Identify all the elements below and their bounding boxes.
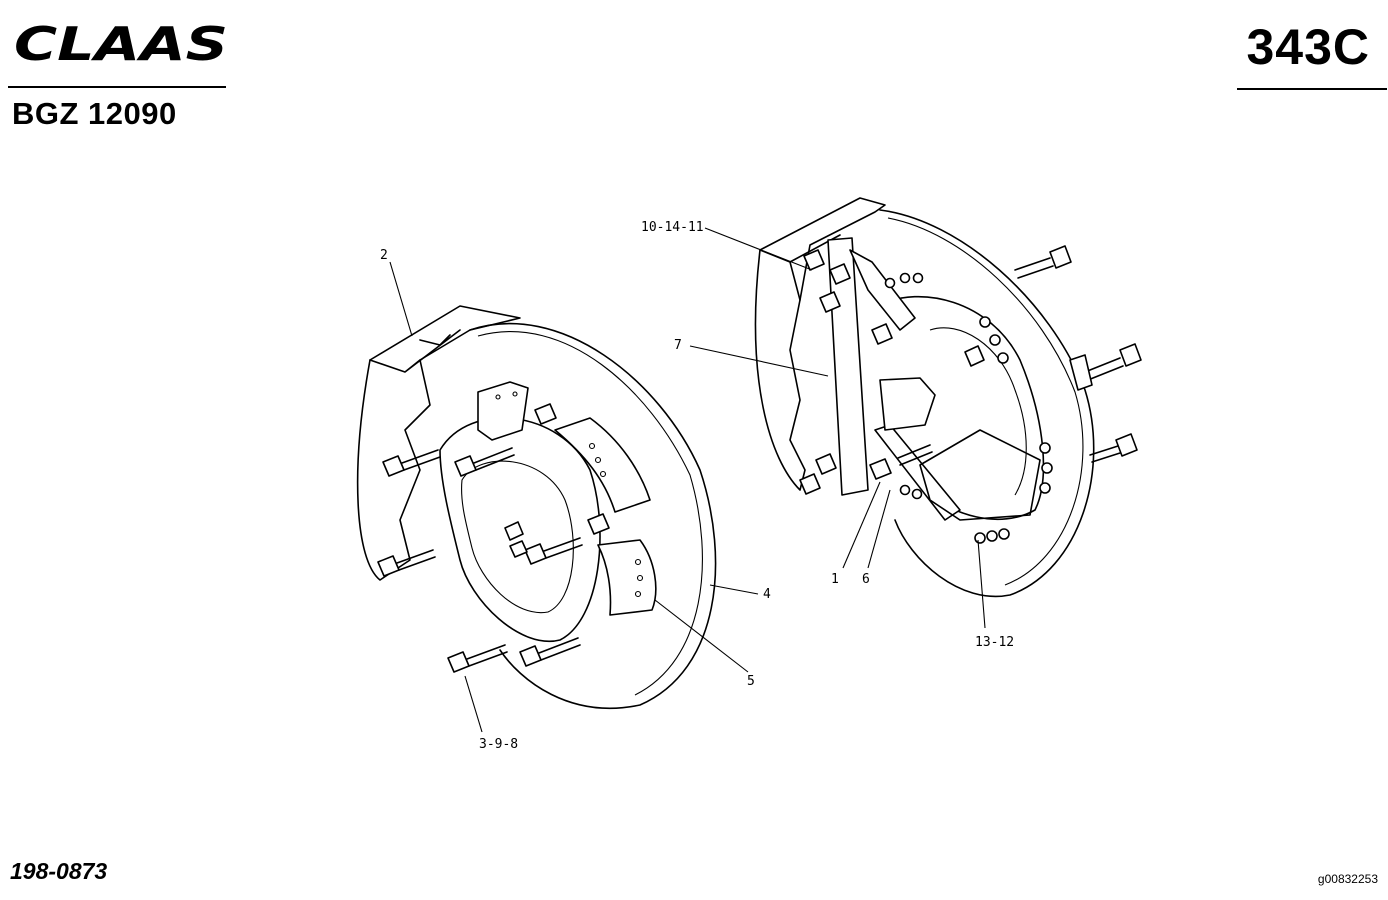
model-number: BGZ 12090 — [12, 96, 177, 131]
document-number: 198-0873 — [10, 858, 108, 884]
right-assembly — [754, 197, 1142, 598]
callout-1: 1 — [831, 572, 839, 587]
callout-10-14-11: 10-14-11 — [641, 220, 704, 235]
right-disc-outline — [879, 209, 1095, 598]
callout-labels: 2 3-9-8 4 5 10-14-11 7 1 6 13-12 — [380, 220, 1014, 752]
right-hub-inner — [929, 327, 1027, 496]
left-bolts — [377, 403, 610, 673]
left-pad-lower — [597, 539, 657, 616]
right-bolts — [799, 245, 1142, 495]
right-bracket — [879, 377, 936, 431]
left-housing-top — [369, 329, 461, 373]
left-disc-inner-edge — [477, 331, 703, 696]
left-disc-outline — [469, 322, 717, 710]
right-housing — [754, 197, 886, 491]
callout-5: 5 — [747, 674, 755, 689]
callout-2: 2 — [380, 248, 388, 263]
left-assembly — [356, 305, 717, 710]
callout-4: 4 — [763, 587, 771, 602]
header-rule-right — [1237, 88, 1387, 90]
image-id: g00832253 — [1317, 872, 1378, 886]
left-hub-ring — [439, 417, 601, 643]
left-bracket-top — [477, 381, 529, 441]
left-pad-upper — [554, 417, 651, 513]
callout-7: 7 — [674, 338, 682, 353]
brand-logo-text: CLAAS — [14, 18, 228, 66]
left-hub-inner — [461, 460, 574, 614]
right-nuts — [884, 272, 1053, 544]
callout-6: 6 — [862, 572, 870, 587]
page-code: 343C — [1246, 19, 1370, 75]
right-disc-inner-edge — [887, 217, 1084, 586]
callout-13-12: 13-12 — [975, 635, 1014, 650]
right-shield — [919, 429, 1041, 521]
callout-3-9-8: 3-9-8 — [479, 737, 518, 752]
leader-lines — [389, 227, 986, 733]
left-housing — [356, 305, 521, 581]
claas-logo: CLAAS — [14, 18, 228, 66]
right-strap-2 — [849, 249, 916, 331]
header-rule-left — [8, 86, 226, 88]
